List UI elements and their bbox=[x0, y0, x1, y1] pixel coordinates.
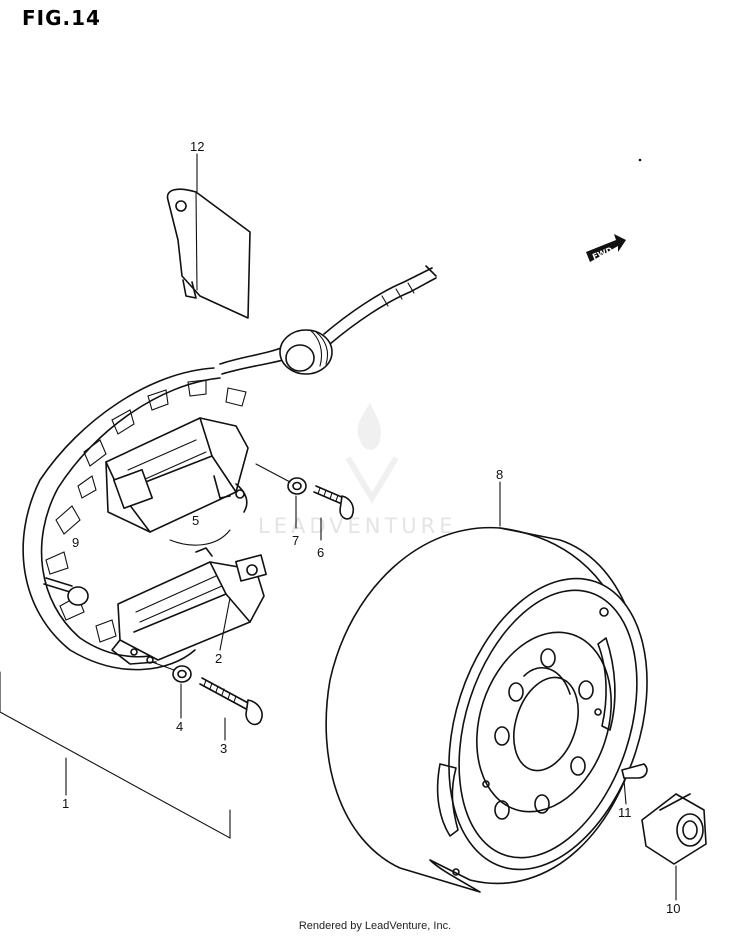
callout-5: 5 bbox=[192, 513, 200, 528]
callout-10: 10 bbox=[666, 901, 681, 916]
figure-title: FIG.14 bbox=[22, 6, 101, 30]
watermark-text: LEADVENTURE bbox=[258, 514, 457, 538]
leader-lines bbox=[0, 153, 677, 901]
flywheel-nut bbox=[641, 793, 707, 865]
callout-3: 3 bbox=[220, 741, 228, 756]
gasket-plate bbox=[166, 188, 251, 319]
callout-9: 9 bbox=[72, 535, 80, 550]
callout-1: 1 bbox=[62, 796, 70, 811]
callout-8: 8 bbox=[496, 467, 504, 482]
fwd-label: FWD bbox=[591, 245, 614, 261]
screw-upper bbox=[313, 485, 355, 520]
speck-mark bbox=[638, 158, 642, 162]
lead-wire bbox=[219, 265, 437, 375]
screw-lower bbox=[199, 677, 263, 726]
footer-credit: Rendered by LeadVenture, Inc. bbox=[298, 920, 452, 932]
washer-lower bbox=[172, 665, 192, 683]
stator-base-plate bbox=[22, 367, 247, 671]
pulser-coil bbox=[105, 417, 249, 546]
watermark-logo bbox=[345, 402, 399, 504]
woodruff-key bbox=[621, 763, 648, 779]
callout-4: 4 bbox=[176, 719, 184, 734]
charging-coil bbox=[111, 547, 267, 665]
callout-11: 11 bbox=[618, 805, 632, 820]
washer-upper bbox=[287, 477, 307, 495]
callout-12: 12 bbox=[190, 139, 205, 154]
callout-7: 7 bbox=[292, 533, 300, 548]
forward-arrow-icon: FWD bbox=[586, 234, 626, 262]
callout-2: 2 bbox=[215, 651, 223, 666]
flywheel-rotor bbox=[325, 526, 648, 893]
callout-6: 6 bbox=[317, 545, 325, 560]
